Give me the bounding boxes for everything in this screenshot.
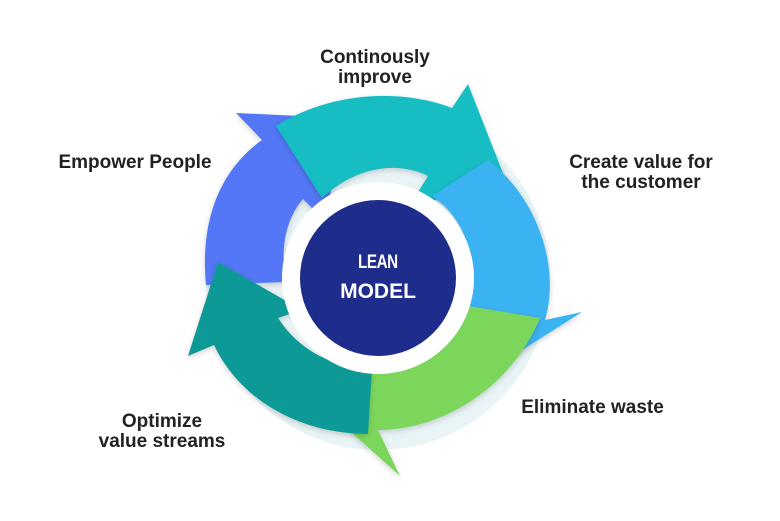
arrow-optimize-value-streams — [188, 262, 372, 434]
label-line: Continously — [320, 47, 430, 68]
label-optimize-value-streams: Optimize value streams — [72, 412, 252, 452]
label-line: improve — [338, 67, 412, 88]
center-title-line-2: MODEL — [340, 280, 416, 303]
label-empower-people: Empower People — [30, 153, 240, 173]
arrow-continously-improve — [276, 84, 508, 205]
label-line: Eliminate waste — [521, 397, 664, 418]
label-line: Empower People — [58, 152, 212, 173]
center-title-line-1: LEAN — [358, 252, 398, 273]
label-line: the customer — [581, 172, 701, 193]
label-create-value: Create value for the customer — [546, 153, 736, 193]
label-eliminate-waste: Eliminate waste — [500, 398, 685, 418]
label-line: Create value for — [569, 152, 713, 173]
label-continously-improve: Continously improve — [300, 48, 450, 88]
center-circle — [300, 200, 456, 356]
label-line: Optimize — [121, 411, 203, 432]
center-title: LEAN MODEL — [300, 200, 456, 356]
label-line: value streams — [98, 431, 226, 452]
